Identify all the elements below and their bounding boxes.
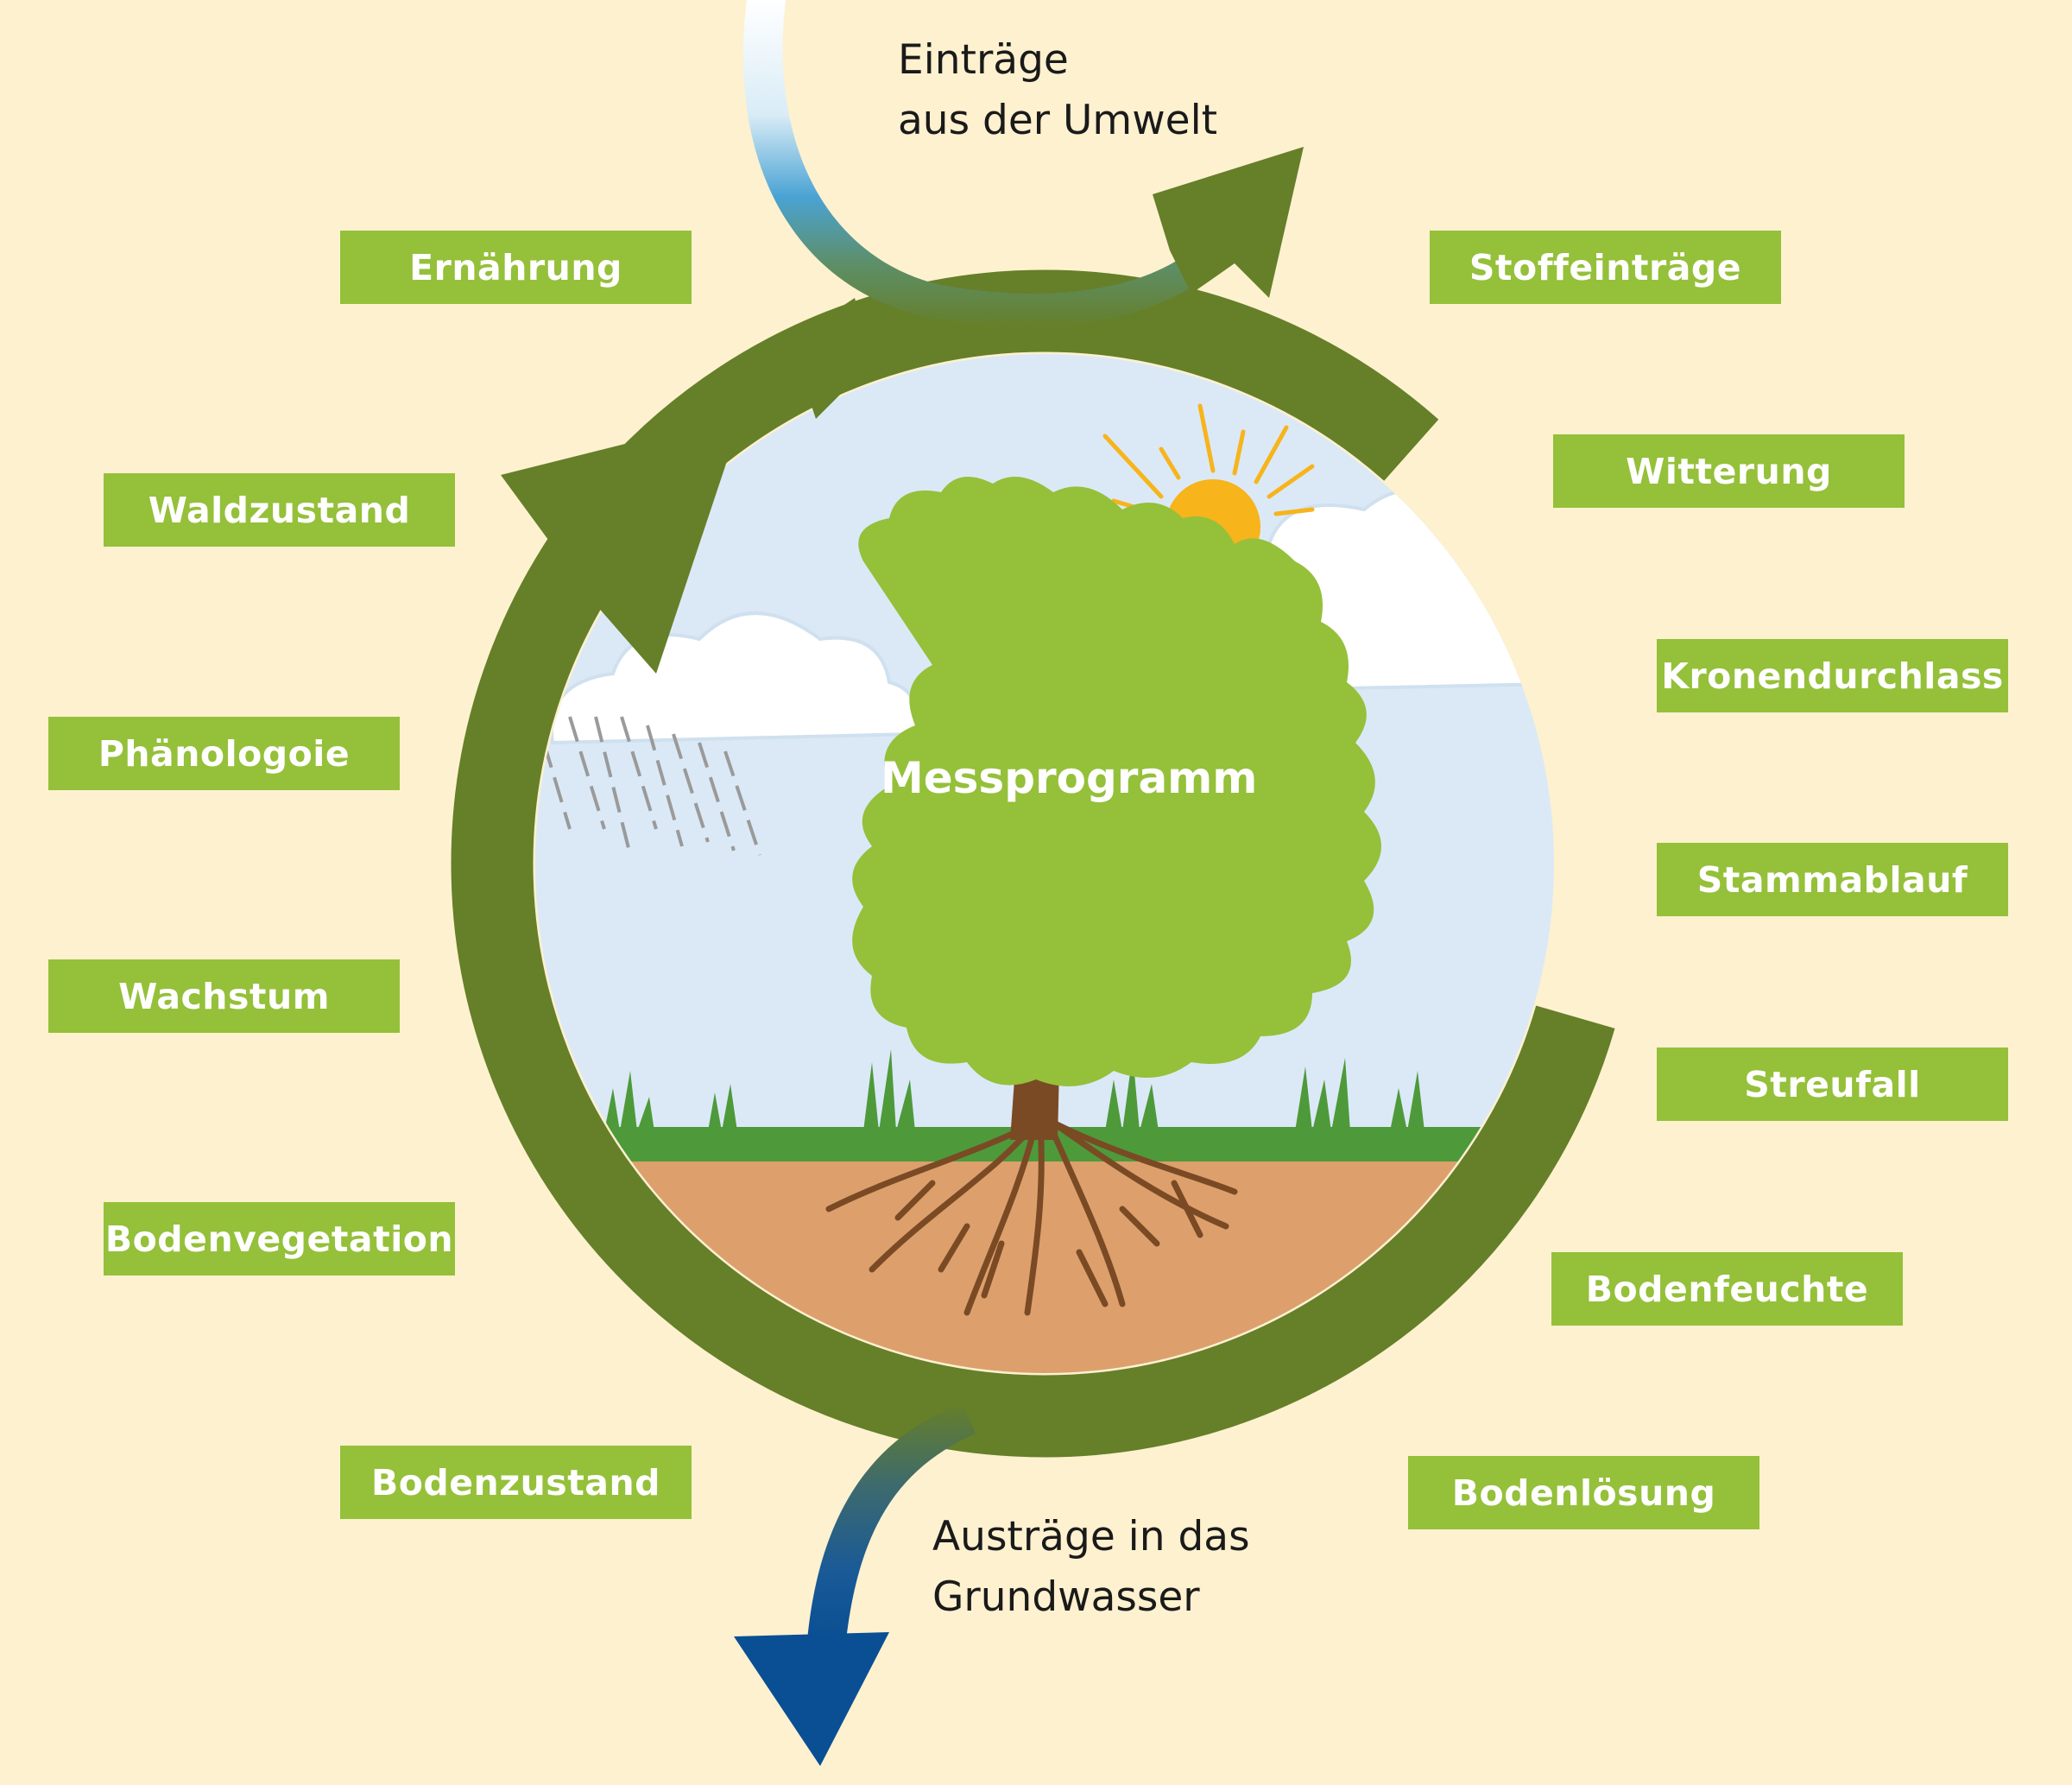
rain-icon [542,716,761,856]
label-witterung: Witterung [1553,434,1905,508]
inflow-line-1: Einträge [898,36,1069,84]
label-wachstum: Wachstum [48,959,400,1033]
label-bodenfeuchte: Bodenfeuchte [1551,1252,1903,1326]
label-bodenvegetation: Bodenvegetation [104,1202,455,1275]
outflow-arrowhead [734,1632,889,1766]
label-ernaehrung: Ernährung [340,231,692,304]
label-bodenloesung: Bodenlösung [1408,1456,1759,1529]
roots-icon [825,1119,1238,1316]
label-streufall: Streufall [1657,1048,2008,1121]
tree-icon [852,477,1381,1086]
inflow-text: Einträge aus der Umwelt [898,30,1217,151]
label-bodenzustand: Bodenzustand [340,1446,692,1519]
outflow-line-2: Grundwasser [932,1573,1200,1621]
label-stoffeintraege: Stoffeinträge [1430,231,1781,304]
inflow-line-2: aus der Umwelt [898,97,1218,144]
label-kronendurchlass: Kronendurchlass [1657,639,2008,712]
inflow-arrowhead [1153,147,1304,298]
center-title: Messprogramm [881,753,1258,803]
outflow-line-1: Austräge in das [932,1513,1250,1560]
grass-icon [535,1049,1554,1162]
outflow-text: Austräge in das Grundwasser [932,1507,1250,1628]
label-stammablauf: Stammablauf [1657,843,2008,916]
inflow-arrow [742,0,1209,328]
label-phaenologie: Phänologoie [48,717,400,790]
outflow-arrow [807,1403,976,1641]
label-waldzustand: Waldzustand [104,473,455,547]
